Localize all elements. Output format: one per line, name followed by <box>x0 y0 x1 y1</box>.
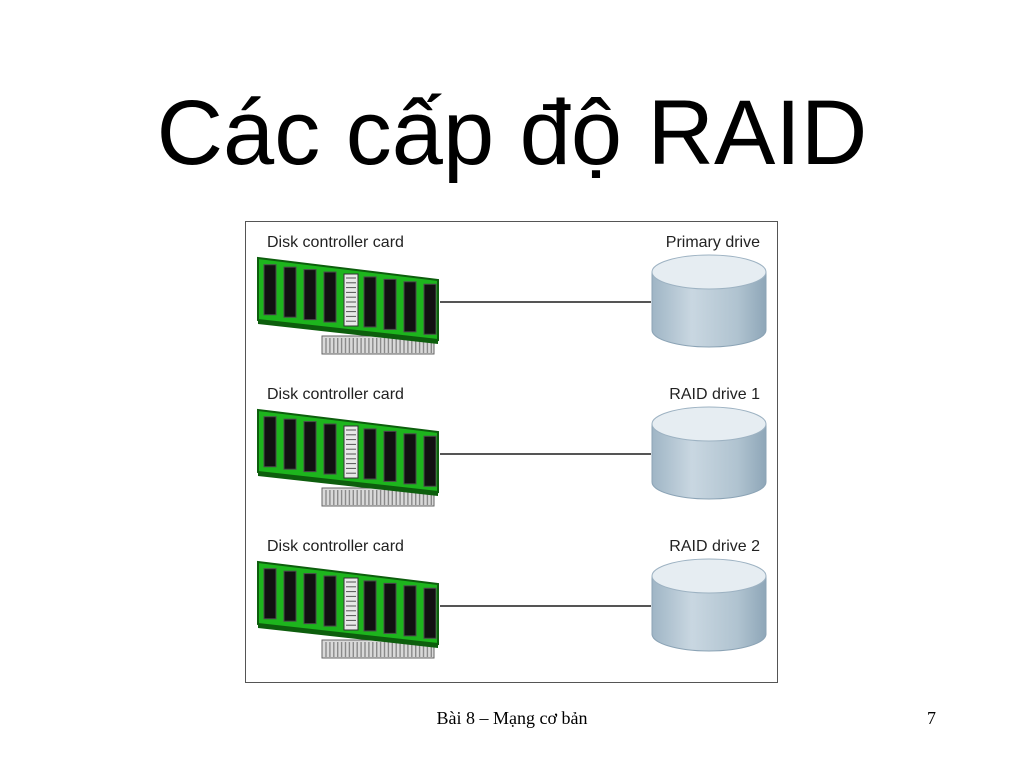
card-chip <box>323 271 337 323</box>
page-number: 7 <box>927 708 936 728</box>
card-chip <box>363 580 377 632</box>
card-connector <box>343 273 359 327</box>
controller-card-icon <box>257 256 439 355</box>
card-chip <box>383 582 397 634</box>
diagram-row: Disk controller card RAID drive 1 <box>257 386 767 507</box>
disk-drive-icon <box>651 254 767 348</box>
card-board-edge <box>258 320 438 344</box>
card-board-edge <box>258 624 438 648</box>
card-chip <box>303 421 317 473</box>
controller-label: Disk controller card <box>267 538 404 555</box>
diagram-row: Disk controller card Primary drive <box>257 234 767 355</box>
controller-card-icon <box>257 560 439 659</box>
card-chip <box>403 433 417 485</box>
card-chip <box>423 587 437 639</box>
card-chip <box>263 568 277 620</box>
drive-label: RAID drive 1 <box>669 386 760 403</box>
card-chip <box>263 416 277 468</box>
card-chip <box>323 575 337 627</box>
card-chip <box>323 423 337 475</box>
card-chip <box>383 430 397 482</box>
slide-footer: Bài 8 – Mạng cơ bản <box>436 708 588 728</box>
card-chip <box>403 585 417 637</box>
slide-title: Các cấp độ RAID <box>156 82 868 184</box>
card-chip <box>423 435 437 487</box>
controller-label: Disk controller card <box>267 234 404 251</box>
drive-top <box>651 558 767 594</box>
drive-top <box>651 254 767 290</box>
drive-label: RAID drive 2 <box>669 538 760 555</box>
controller-label: Disk controller card <box>267 386 404 403</box>
drive-top <box>651 406 767 442</box>
card-chip <box>363 428 377 480</box>
card-chip <box>263 264 277 316</box>
drive-body <box>651 423 767 500</box>
drive-label: Primary drive <box>666 234 760 251</box>
controller-card-icon <box>257 408 439 507</box>
diagram-row: Disk controller card RAID drive 2 <box>257 538 767 659</box>
disk-drive-icon <box>651 406 767 500</box>
card-chip <box>383 278 397 330</box>
card-board-edge <box>258 472 438 496</box>
drive-body <box>651 271 767 348</box>
card-chip <box>283 570 297 622</box>
drive-body <box>651 575 767 652</box>
card-chip <box>283 266 297 318</box>
card-connector <box>343 577 359 631</box>
card-chip <box>303 269 317 321</box>
card-chip <box>303 573 317 625</box>
card-connector <box>343 425 359 479</box>
card-chip <box>363 276 377 328</box>
card-chip <box>403 281 417 333</box>
card-chip <box>283 418 297 470</box>
card-chip <box>423 283 437 335</box>
disk-drive-icon <box>651 558 767 652</box>
